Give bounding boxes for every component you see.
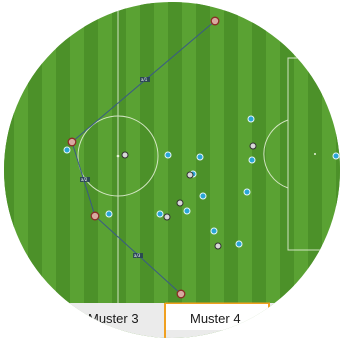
player-token[interactable]: [236, 241, 242, 247]
pitch-stripe: [0, 0, 14, 305]
player-token[interactable]: [211, 17, 219, 25]
player-token[interactable]: [211, 228, 217, 234]
pitch-stripe: [196, 0, 210, 305]
player-token[interactable]: [250, 143, 256, 149]
pass-label-2: a/2: [81, 177, 88, 182]
player-token[interactable]: [122, 152, 128, 158]
tab-label: Muster 4: [190, 311, 241, 326]
player-token[interactable]: [165, 152, 171, 158]
player-token[interactable]: [177, 290, 185, 298]
penalty-spot: [314, 153, 316, 155]
center-spot: [117, 155, 120, 158]
player-token[interactable]: [187, 172, 193, 178]
player-token[interactable]: [333, 153, 339, 159]
pitch-stripe: [308, 0, 322, 305]
tab-muster-3[interactable]: Muster 3: [40, 304, 164, 330]
pitch-stripe: [28, 0, 42, 305]
player-token[interactable]: [249, 157, 255, 163]
pattern-tab-bar: Muster 3 Muster 4: [0, 303, 345, 342]
player-token[interactable]: [197, 154, 203, 160]
pass-label-1: a/1: [141, 77, 148, 82]
tab-label: Muster 3: [88, 311, 139, 326]
player-token[interactable]: [248, 116, 254, 122]
player-token[interactable]: [157, 211, 163, 217]
tab-muster-4[interactable]: Muster 4: [166, 304, 268, 330]
player-token[interactable]: [177, 200, 183, 206]
player-token[interactable]: [91, 212, 99, 220]
player-token[interactable]: [200, 193, 206, 199]
pitch-stripe: [84, 0, 98, 305]
player-token[interactable]: [64, 147, 70, 153]
player-token[interactable]: [68, 138, 76, 146]
pitch-stripe: [224, 0, 238, 305]
player-token[interactable]: [244, 189, 250, 195]
pitch-stripe: [336, 0, 345, 305]
player-token[interactable]: [184, 208, 190, 214]
pitch-stripe: [280, 0, 294, 305]
player-token[interactable]: [164, 214, 170, 220]
player-token[interactable]: [106, 211, 112, 217]
player-token[interactable]: [215, 243, 221, 249]
pass-label-3: a/3: [134, 253, 141, 258]
